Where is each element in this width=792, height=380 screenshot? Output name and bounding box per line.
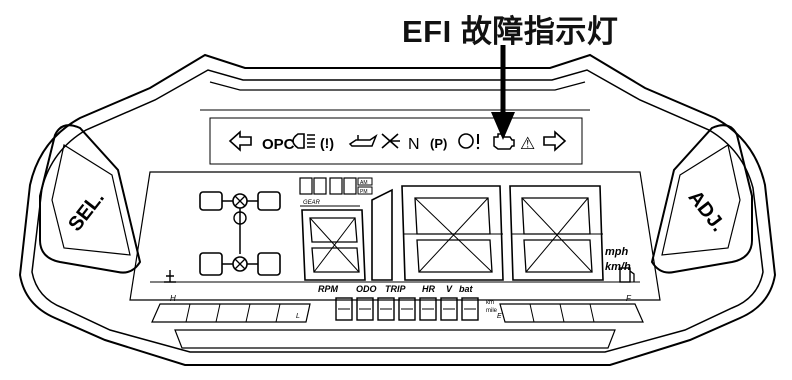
odometer-digit-cell [461, 297, 479, 321]
sel-button-label: SEL. [64, 187, 109, 236]
large-digit-4 [509, 185, 604, 281]
mode-bat: bat [459, 284, 474, 294]
dashboard-chin [174, 329, 616, 349]
indicator-strip: OPC (!) N (P) ⚠ [209, 117, 583, 165]
pm-label: PM [360, 189, 368, 195]
efi-callout-label: EFI 故障指示灯 [402, 14, 619, 49]
warning-triangle-icon: ⚠ [520, 134, 535, 153]
odometer-digits [335, 297, 479, 321]
unit-km: km [486, 300, 494, 306]
mode-trip: TRIP [385, 284, 406, 294]
brake-warning-icon: (!) [320, 135, 334, 151]
odometer-digit-cell [356, 297, 374, 321]
unit-mph: mph [605, 246, 629, 258]
coolant-temp-icon [164, 270, 176, 283]
engine-check-efi-icon [493, 133, 515, 150]
odometer-digit-cell [419, 297, 437, 321]
right-turn-arrow-icon [543, 130, 567, 152]
opc-indicator: OPC [262, 136, 295, 153]
callout-arrow [491, 45, 515, 140]
mode-v: V [446, 284, 453, 294]
sel-button[interactable]: SEL. [39, 124, 142, 274]
odometer-digit-cell [440, 297, 458, 321]
temp-high-label: H [170, 294, 176, 303]
large-digit-1 [301, 209, 366, 281]
odometer-digit-cell [335, 297, 353, 321]
left-turn-arrow-icon [228, 130, 252, 152]
adj-button[interactable]: ADJ. [650, 124, 753, 274]
large-digit-3 [401, 185, 504, 281]
fuel-low-label: L [296, 313, 300, 320]
drivetrain-diagram [199, 191, 281, 276]
small-clock-display: AM PM GEAR [299, 177, 373, 207]
service-warning-icon [458, 133, 480, 150]
fuel-gauge-bar: F E [497, 294, 644, 323]
odometer-digit-cell [377, 297, 395, 321]
unit-mile: mile [486, 308, 498, 314]
high-beam-icon [292, 133, 315, 149]
lcd-panel: AM PM GEAR mph km/h [129, 171, 661, 323]
diff-lock-icon [381, 133, 400, 149]
adj-button-label: ADJ. [684, 187, 729, 236]
temp-gauge-bar: H L [151, 294, 311, 323]
neutral-indicator: N [408, 136, 420, 153]
unit-kmh: km/h [605, 261, 631, 273]
am-label: AM [360, 180, 368, 186]
dashboard-outer-housing [18, 53, 777, 366]
mode-rpm: RPM [318, 284, 339, 294]
gear-label: GEAR [303, 200, 321, 206]
oil-pressure-icon [348, 134, 378, 147]
odometer-digit-cell [398, 297, 416, 321]
mode-labels-row: RPM ODO TRIP HR V bat [318, 284, 474, 294]
fuel-full-label: F [626, 294, 632, 303]
dashboard-inner-housing [31, 69, 764, 353]
large-digit-2 [371, 188, 393, 281]
parking-brake-icon: (P) [430, 136, 447, 151]
mode-odo: ODO [356, 284, 377, 294]
fuel-empty-label: E [497, 313, 502, 320]
fuel-pump-icon [619, 267, 635, 283]
mode-hr: HR [422, 284, 435, 294]
